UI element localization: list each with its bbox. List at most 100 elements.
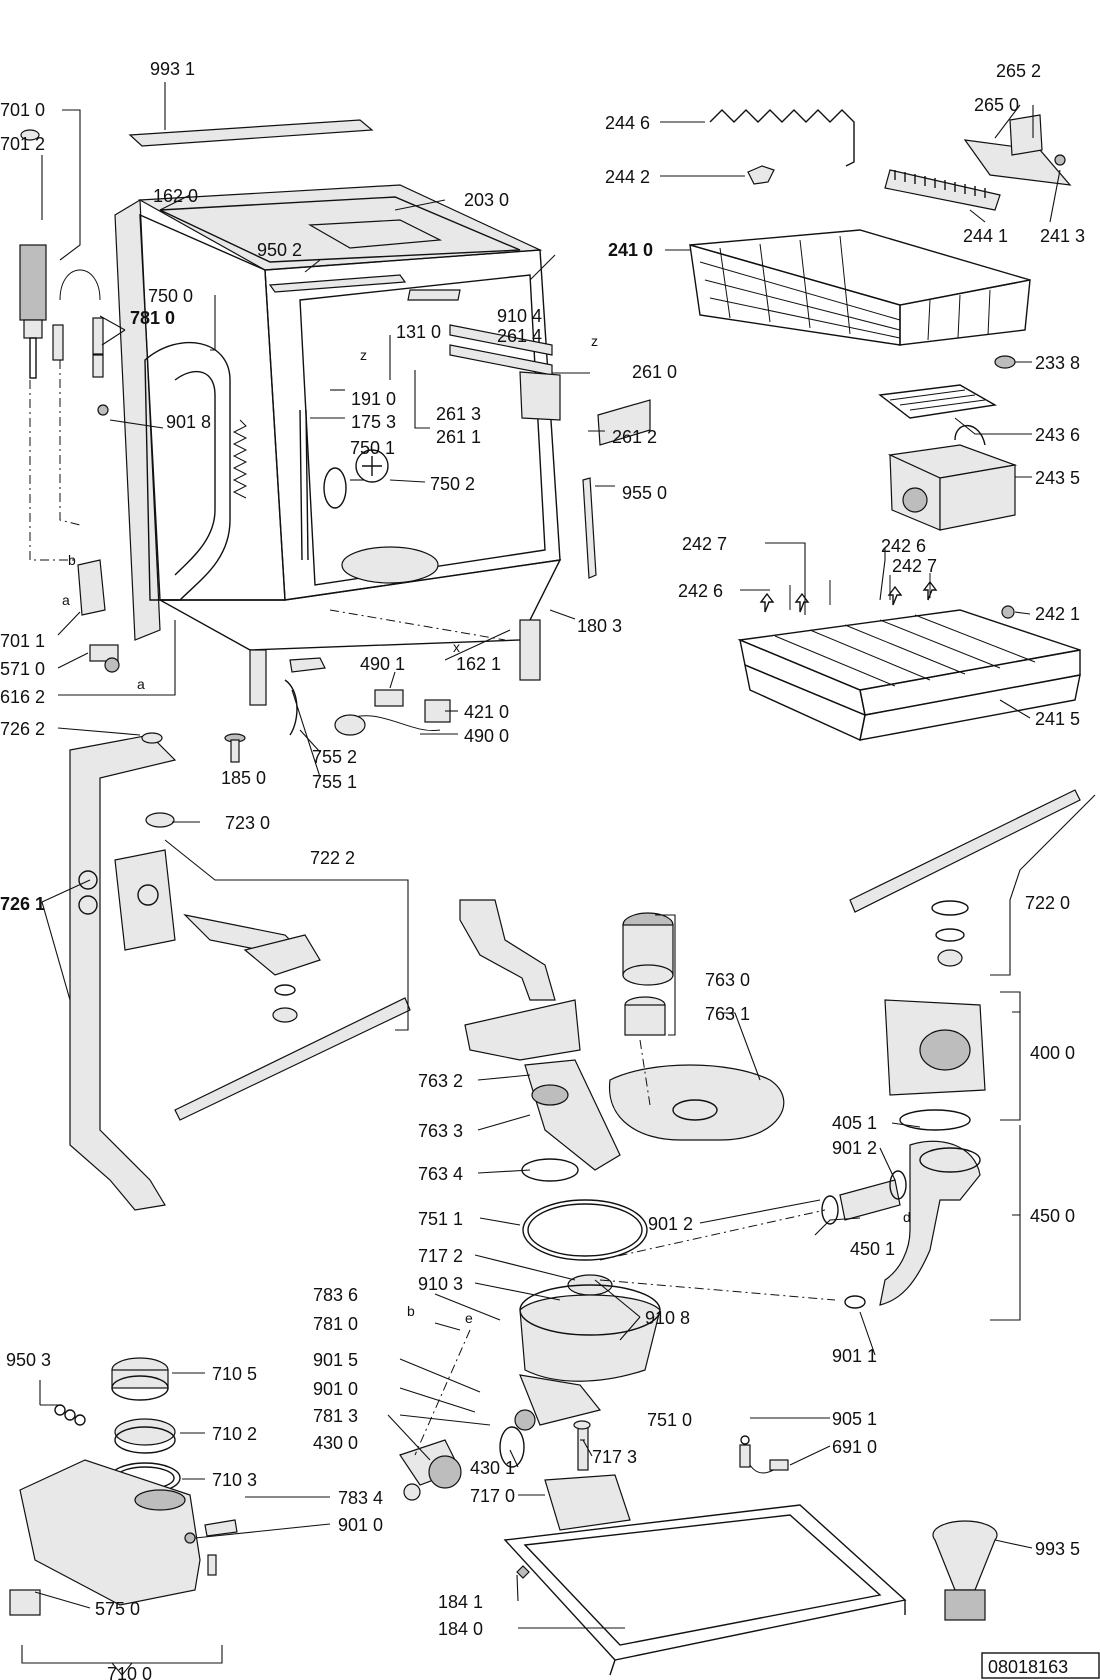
connector-letter-z-2: z	[591, 333, 598, 349]
callout-184-1: 184 1	[438, 1592, 483, 1612]
callout-261-4: 261 4	[497, 326, 542, 346]
callout-910-4: 910 4	[497, 306, 542, 326]
callout-901-0-a: 901 0	[313, 1379, 358, 1399]
sensor-691	[739, 1435, 789, 1474]
callout-575-0: 575 0	[95, 1599, 140, 1619]
callout-185-0: 185 0	[221, 768, 266, 788]
connector-letter-e: e	[465, 1310, 473, 1326]
callout-755-1: 755 1	[312, 772, 357, 792]
callout-783-4: 783 4	[338, 1488, 383, 1508]
lower-basket-241-5	[737, 573, 1081, 742]
callout-710-0: 710 0	[107, 1664, 152, 1680]
connector-letter-x: x	[453, 639, 460, 655]
callout-905-1: 905 1	[832, 1409, 877, 1429]
callout-763-0: 763 0	[705, 970, 750, 990]
connector-letter-b-2: b	[407, 1303, 415, 1319]
callout-901-2-b: 901 2	[648, 1214, 693, 1234]
callout-242-6-b: 242 6	[678, 581, 723, 601]
callout-763-4: 763 4	[418, 1164, 463, 1184]
callout-701-0: 701 0	[0, 100, 45, 120]
callout-950-2: 950 2	[257, 240, 302, 260]
callout-691-0: 691 0	[832, 1437, 877, 1457]
heater-pump-400-0	[879, 999, 986, 1306]
callout-261-3: 261 3	[436, 404, 481, 424]
connector-letter-a-1: a	[62, 592, 70, 608]
callout-400-0: 400 0	[1030, 1043, 1075, 1063]
callout-701-2: 701 2	[0, 134, 45, 154]
base-tray-184	[503, 1504, 907, 1676]
callout-244-1: 244 1	[963, 226, 1008, 246]
callout-131-0: 131 0	[396, 322, 441, 342]
callout-450-1: 450 1	[850, 1239, 895, 1259]
callout-722-0: 722 0	[1025, 893, 1070, 913]
callout-901-1: 901 1	[832, 1346, 877, 1366]
connector-letter-a-2: a	[137, 676, 145, 692]
callout-993-1: 993 1	[150, 59, 195, 79]
callout-763-2: 763 2	[418, 1071, 463, 1091]
top-trim-strip	[128, 82, 374, 147]
callout-901-5: 901 5	[313, 1350, 358, 1370]
callout-241-0: 241 0	[608, 240, 653, 260]
callout-763-3: 763 3	[418, 1121, 463, 1141]
callout-233-8: 233 8	[1035, 353, 1080, 373]
upper-spray-arm-722-0	[849, 789, 1081, 967]
callout-616-2: 616 2	[0, 687, 45, 707]
callout-203-0: 203 0	[464, 190, 509, 210]
softener-unit-710	[9, 1357, 238, 1676]
tine-rail-244-6	[709, 109, 855, 167]
water-inlet-valve	[19, 129, 109, 561]
callout-241-5: 241 5	[1035, 709, 1080, 729]
callout-242-7-a: 242 7	[682, 534, 727, 554]
callout-750-0: 750 0	[148, 286, 193, 306]
callout-242-6-a: 242 6	[881, 536, 926, 556]
callout-722-2: 722 2	[310, 848, 355, 868]
callout-955-0: 955 0	[622, 483, 667, 503]
callout-265-0: 265 0	[974, 95, 1019, 115]
callout-910-8: 910 8	[645, 1308, 690, 1328]
plug-571-0	[89, 644, 120, 673]
callout-726-1: 726 1	[0, 894, 45, 914]
callout-430-0: 430 0	[313, 1433, 358, 1453]
callout-261-1: 261 1	[436, 427, 481, 447]
lower-spray-arm-722-2	[114, 812, 411, 1121]
callout-261-2: 261 2	[612, 427, 657, 447]
callout-261-0: 261 0	[632, 362, 677, 382]
sump-751	[514, 1199, 661, 1431]
callout-162-0: 162 0	[153, 186, 198, 206]
callout-244-6: 244 6	[605, 113, 650, 133]
document-number-box: 08018163	[981, 1652, 1100, 1679]
callout-405-1: 405 1	[832, 1113, 877, 1133]
callout-717-2: 717 2	[418, 1246, 463, 1266]
callout-450-0: 450 0	[1030, 1206, 1075, 1226]
spray-arm-support-726	[69, 732, 177, 1211]
leader-lines	[34, 104, 1096, 1629]
callout-950-3: 950 3	[6, 1350, 51, 1370]
hose-450-1	[821, 1170, 907, 1309]
callout-243-5: 243 5	[1035, 468, 1080, 488]
callout-175-3: 175 3	[351, 412, 396, 432]
callout-781-0-top: 781 0	[130, 308, 175, 328]
connector-letter-z-1: z	[360, 347, 367, 363]
clip-244-2	[747, 165, 775, 185]
document-number: 08018163	[988, 1657, 1068, 1677]
callout-781-3: 781 3	[313, 1406, 358, 1426]
callout-242-7-b: 242 7	[892, 556, 937, 576]
callout-755-2: 755 2	[312, 747, 357, 767]
connector-letter-b-1: b	[68, 552, 76, 568]
funnel-993-5	[932, 1520, 998, 1621]
bracket-755	[284, 657, 326, 736]
callout-781-0-b: 781 0	[313, 1314, 358, 1334]
callout-717-0: 717 0	[470, 1486, 515, 1506]
power-cord-490	[334, 689, 451, 736]
callout-710-5: 710 5	[212, 1364, 257, 1384]
callout-763-1: 763 1	[705, 1004, 750, 1024]
callout-430-1: 430 1	[470, 1458, 515, 1478]
pump-motor-430	[399, 1426, 525, 1501]
callout-726-2: 726 2	[0, 719, 45, 739]
callout-701-1: 701 1	[0, 631, 45, 651]
callout-180-3: 180 3	[577, 616, 622, 636]
cutlery-basket-243	[878, 384, 1018, 531]
callout-162-1: 162 1	[456, 654, 501, 674]
callout-490-0: 490 0	[464, 726, 509, 746]
